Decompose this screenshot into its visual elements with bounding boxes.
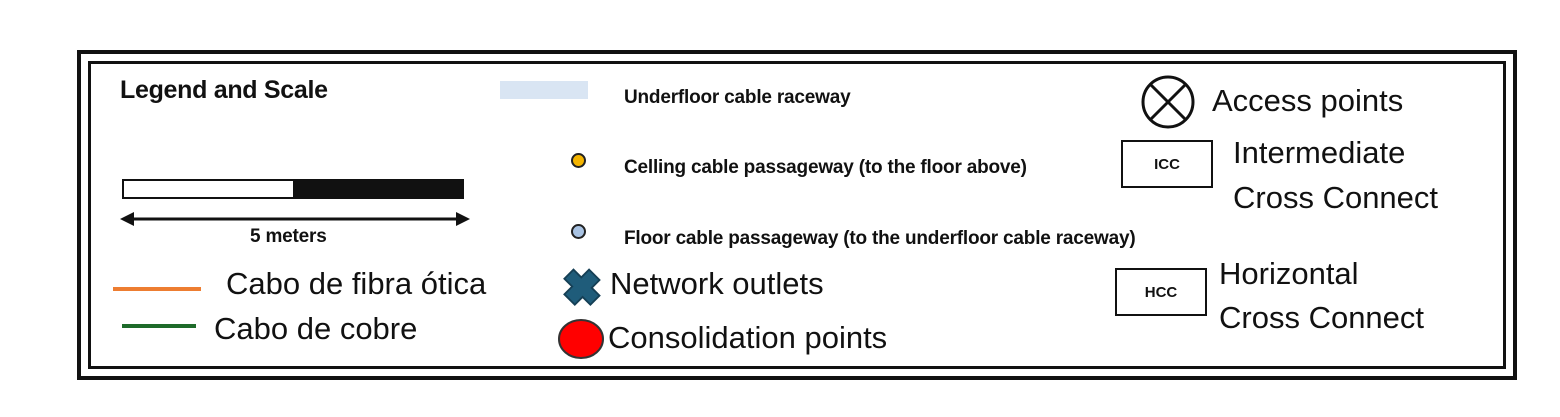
underfloor-raceway-swatch [500,81,588,99]
floor-passageway-dot-icon [571,224,586,239]
consolidation-point-icon [558,319,604,359]
legend-inner-frame [88,61,1506,369]
network-outlet-icon [563,268,601,307]
floor-passageway-label: Floor cable passageway (to the underfloo… [624,228,1136,249]
consolidation-points-label: Consolidation points [608,320,888,355]
hcc-label-line2: Cross Connect [1219,300,1425,335]
copper-cable-label: Cabo de cobre [214,311,418,346]
access-point-icon [1141,75,1195,129]
hcc-box: HCC [1115,268,1207,316]
fiber-cable-label: Cabo de fibra ótica [226,266,487,301]
hcc-box-label: HCC [1144,283,1178,301]
copper-cable-line [122,324,196,328]
ceiling-passageway-label: Celling cable passageway (to the floor a… [624,157,1027,178]
legend-title: Legend and Scale [120,76,328,104]
legend-outer-frame [77,50,1517,380]
icc-box-label: ICC [1154,155,1180,173]
scale-bar [122,179,464,199]
icc-label-line2: Cross Connect [1233,180,1439,215]
icc-box: ICC [1121,140,1213,188]
scale-arrow-icon [120,212,470,226]
scale-label: 5 meters [250,226,327,247]
ceiling-passageway-dot-icon [571,153,586,168]
scale-bar-black-segment [293,181,462,197]
hcc-label-line1: Horizontal [1219,256,1359,291]
fiber-cable-line [113,287,201,291]
access-points-label: Access points [1212,83,1404,118]
network-outlets-label: Network outlets [610,266,824,301]
icc-label-line1: Intermediate [1233,135,1406,170]
underfloor-raceway-label: Underfloor cable raceway [624,87,851,108]
scale-bar-white-segment [124,181,293,197]
